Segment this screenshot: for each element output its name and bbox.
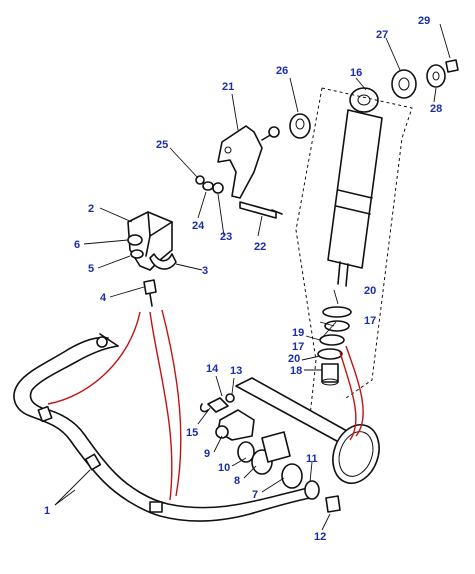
callout-labels: 1 2 3 4 5 6 7 8 9 10 11 12 13 14 15 16 1… xyxy=(44,15,442,543)
callout-18: 18 xyxy=(290,365,302,377)
upper-bracket xyxy=(217,125,280,199)
callout-7: 7 xyxy=(252,489,258,501)
callout-27: 27 xyxy=(376,29,388,41)
leader-lines xyxy=(54,23,451,531)
bracket-fixings xyxy=(195,175,283,219)
highlight-line xyxy=(339,351,357,441)
callout-14: 14 xyxy=(206,363,219,375)
highlight-line xyxy=(149,311,173,501)
spacer-26 xyxy=(289,113,311,139)
callout-3: 3 xyxy=(202,265,208,277)
callout-5: 5 xyxy=(88,263,94,275)
callout-4: 4 xyxy=(100,292,107,304)
callout-9: 9 xyxy=(204,448,210,460)
callout-13: 13 xyxy=(230,365,242,377)
callout-20-lower: 20 xyxy=(288,353,300,365)
callout-26: 26 xyxy=(276,65,288,77)
callout-1: 1 xyxy=(44,505,50,517)
callout-6: 6 xyxy=(74,239,80,251)
bar-mounting-bracket xyxy=(127,211,177,271)
highlight-line xyxy=(161,309,182,497)
callout-29: 29 xyxy=(418,15,430,27)
callout-12: 12 xyxy=(314,531,326,543)
callout-22: 22 xyxy=(254,241,266,253)
callout-25: 25 xyxy=(156,139,168,151)
callout-16: 16 xyxy=(350,67,362,79)
callout-15: 15 xyxy=(186,427,198,439)
callout-17-right: 17 xyxy=(364,315,376,327)
callout-10: 10 xyxy=(218,462,230,474)
highlight-line xyxy=(345,345,364,437)
callout-2: 2 xyxy=(88,203,94,215)
callout-24: 24 xyxy=(192,220,205,232)
callout-23: 23 xyxy=(220,231,232,243)
callout-11: 11 xyxy=(306,453,318,465)
link-bushes xyxy=(199,393,341,513)
callout-8: 8 xyxy=(234,475,240,487)
anti-roll-bar xyxy=(13,333,311,522)
highlight-line xyxy=(47,311,141,405)
shock-upper-bushes xyxy=(391,59,459,99)
callout-17-left: 17 xyxy=(292,341,304,353)
callout-21: 21 xyxy=(222,81,234,93)
callout-20-upper: 20 xyxy=(364,285,376,297)
callout-28: 28 xyxy=(430,103,442,115)
callout-19: 19 xyxy=(292,327,304,339)
shock-absorber xyxy=(317,87,383,386)
bracket-bolt xyxy=(143,279,157,307)
